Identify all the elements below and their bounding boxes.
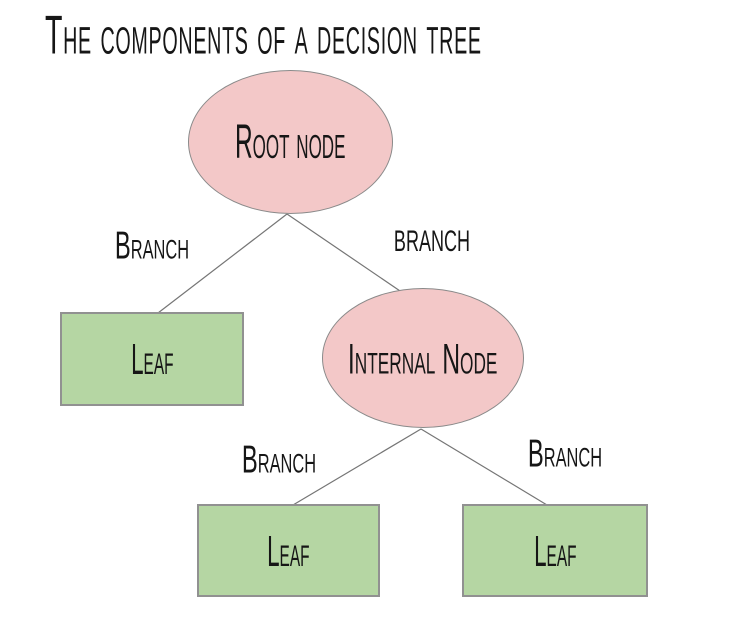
edge-internal-to-left-leaf-line <box>292 428 422 506</box>
internal-node-label: Internal Node <box>348 333 498 383</box>
edge-internal-to-right-leaf-line <box>420 428 548 506</box>
edge-root-to-internal-line <box>286 213 404 294</box>
leaf-node-left-label: Leaf <box>130 334 174 384</box>
branch-label-internal-right: Branch <box>527 432 603 476</box>
leaf-node-bottom-left-label: Leaf <box>267 526 310 575</box>
page-title: The components of a decision tree <box>45 4 482 66</box>
edge-root-to-left-leaf-line <box>157 213 288 314</box>
branch-label-internal-left: Branch <box>241 438 317 482</box>
leaf-node-left: Leaf <box>60 312 244 406</box>
root-node-ellipse: Root node <box>188 70 393 214</box>
branch-label-root-left: Branch <box>114 224 190 268</box>
leaf-node-bottom-right: Leaf <box>462 504 648 597</box>
leaf-node-bottom-right-label: Leaf <box>533 526 577 575</box>
branch-label-root-right: branch <box>393 213 471 261</box>
internal-node-ellipse: Internal Node <box>322 288 524 428</box>
root-node-label: Root node <box>235 113 346 169</box>
leaf-node-bottom-left: Leaf <box>197 504 380 597</box>
